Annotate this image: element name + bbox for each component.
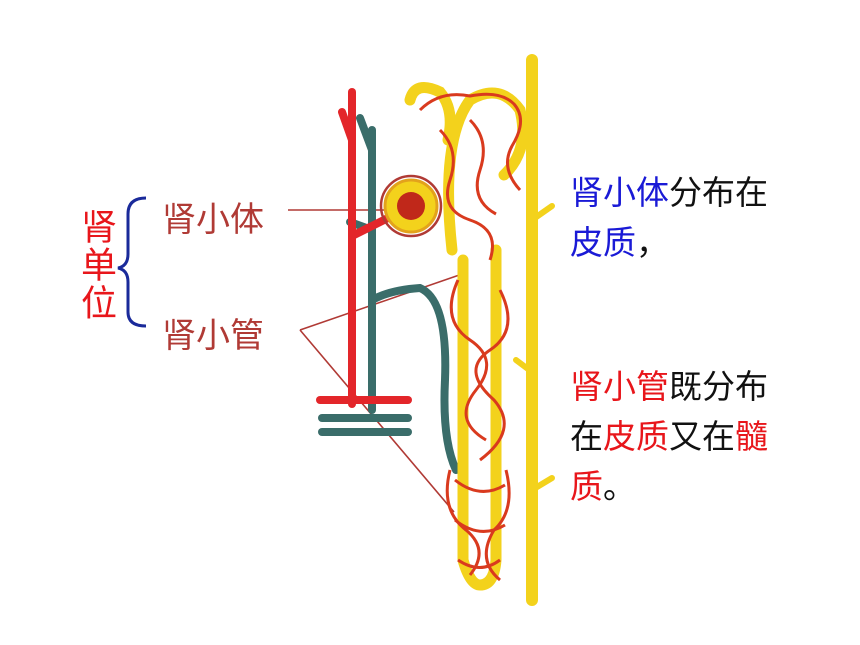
tubule-text: 既分布 [669,367,768,406]
comma: ， [636,223,669,262]
cortex-term: 皮质 [570,223,636,262]
tubule-text-2: 又在 [669,417,735,456]
medulla-term-part1: 髓 [735,417,768,456]
tubule-term: 肾小管 [570,367,669,406]
tubule-zai: 在 [570,417,603,456]
renal-vein [318,114,460,474]
medulla-term-part2: 质 [570,467,603,506]
corpuscle-term: 肾小体 [570,173,669,212]
capillary-network [418,92,522,582]
brace [117,196,147,328]
cortex-term-2: 皮质 [603,417,669,456]
period: 。 [603,467,636,506]
glomerulus [379,174,443,238]
nephron-label: 肾单位 [75,208,116,322]
renal-tubule-label: 肾小管 [162,316,264,356]
corpuscle-text: 分布在 [669,173,768,212]
corpuscle-note: 肾小体分布在 皮质， [570,168,768,268]
renal-corpuscle-label: 肾小体 [162,200,264,240]
tubule-note: 肾小管既分布 在皮质又在髓 质。 [570,362,768,512]
collecting-duct [513,54,555,606]
leader-lines [288,209,469,513]
